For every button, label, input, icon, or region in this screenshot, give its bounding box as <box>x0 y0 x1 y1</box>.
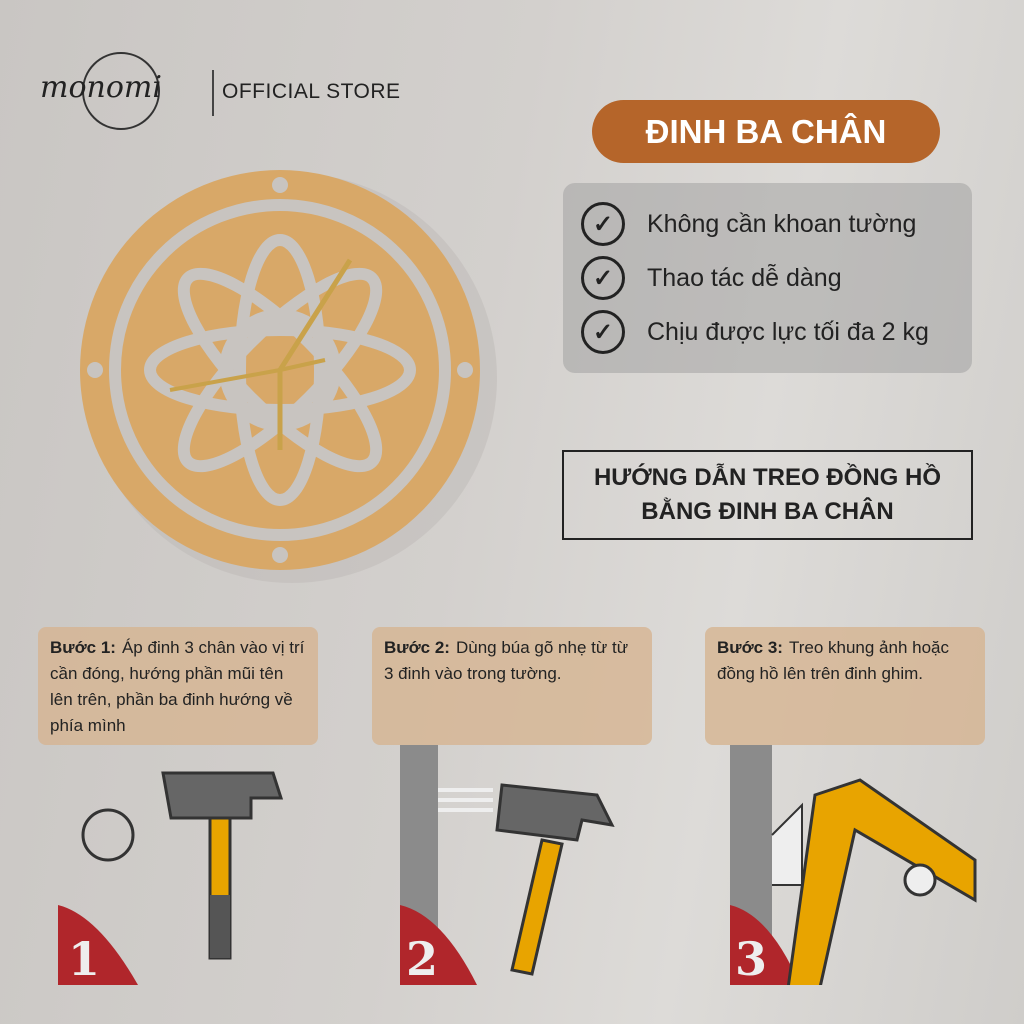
step-label: Bước 3: <box>717 638 783 657</box>
wall-clock-image <box>80 170 497 583</box>
guide-line-2: BẰNG ĐINH BA CHÂN <box>641 498 894 525</box>
number-badge <box>400 905 477 985</box>
feature-item: ✓ Không cần khoan tường <box>581 197 954 251</box>
check-icon: ✓ <box>581 202 625 246</box>
step-text: Dùng búa gõ nhẹ từ từ 3 đinh vào trong t… <box>384 638 629 683</box>
feature-item: ✓ Chịu được lực tối đa 2 kg <box>581 305 954 359</box>
step-3-box: Bước 3:Treo khung ảnh hoặc đồng hồ lên t… <box>705 627 985 745</box>
step-2-box: Bước 2:Dùng búa gõ nhẹ từ từ 3 đinh vào … <box>372 627 652 745</box>
step-label: Bước 1: <box>50 638 116 657</box>
step-number: 1 <box>68 932 100 985</box>
hammer-icon <box>495 783 615 842</box>
feature-item: ✓ Thao tác dễ dàng <box>581 251 954 305</box>
step-1-illustration: 1 <box>58 771 284 985</box>
guide-line-1: HƯỚNG DẪN TREO ĐỒNG HỒ <box>593 464 942 491</box>
divider <box>212 70 214 116</box>
step-3-illustration: 3 <box>730 745 977 985</box>
nail-icon <box>81 808 135 862</box>
hammer-icon <box>161 771 284 820</box>
hanger-ring-icon <box>903 863 937 897</box>
number-badge <box>730 905 800 985</box>
feature-text: Chịu được lực tối đa 2 kg <box>647 317 929 346</box>
step-number: 3 <box>735 932 767 985</box>
product-title-badge: ĐINH BA CHÂN <box>592 100 940 163</box>
step-number: 2 <box>406 932 438 985</box>
store-label: OFFICIAL STORE <box>222 80 401 103</box>
step-text: Áp đinh 3 chân vào vị trí cần đóng, hướn… <box>50 638 305 735</box>
step-1-box: Bước 1:Áp đinh 3 chân vào vị trí cần đón… <box>38 627 318 745</box>
nail-icon <box>438 788 493 812</box>
guide-heading: HƯỚNG DẪN TREO ĐỒNG HỒ BẰNG ĐINH BA CHÂN <box>562 450 973 540</box>
nail-icon <box>771 802 803 886</box>
step-text: Treo khung ảnh hoặc đồng hồ lên trên đin… <box>717 638 950 683</box>
feature-text: Thao tác dễ dàng <box>647 263 842 292</box>
feature-list: ✓ Không cần khoan tường ✓ Thao tác dễ dàng… <box>563 183 972 373</box>
number-badge <box>58 905 138 985</box>
logo-ring <box>82 52 160 130</box>
brand-logo: monomi <box>40 70 162 105</box>
step-label: Bước 2: <box>384 638 450 657</box>
check-icon: ✓ <box>581 310 625 354</box>
step-2-illustration: 2 <box>400 745 615 985</box>
feature-text: Không cần khoan tường <box>647 209 917 238</box>
check-icon: ✓ <box>581 256 625 300</box>
frame-icon <box>786 778 977 985</box>
